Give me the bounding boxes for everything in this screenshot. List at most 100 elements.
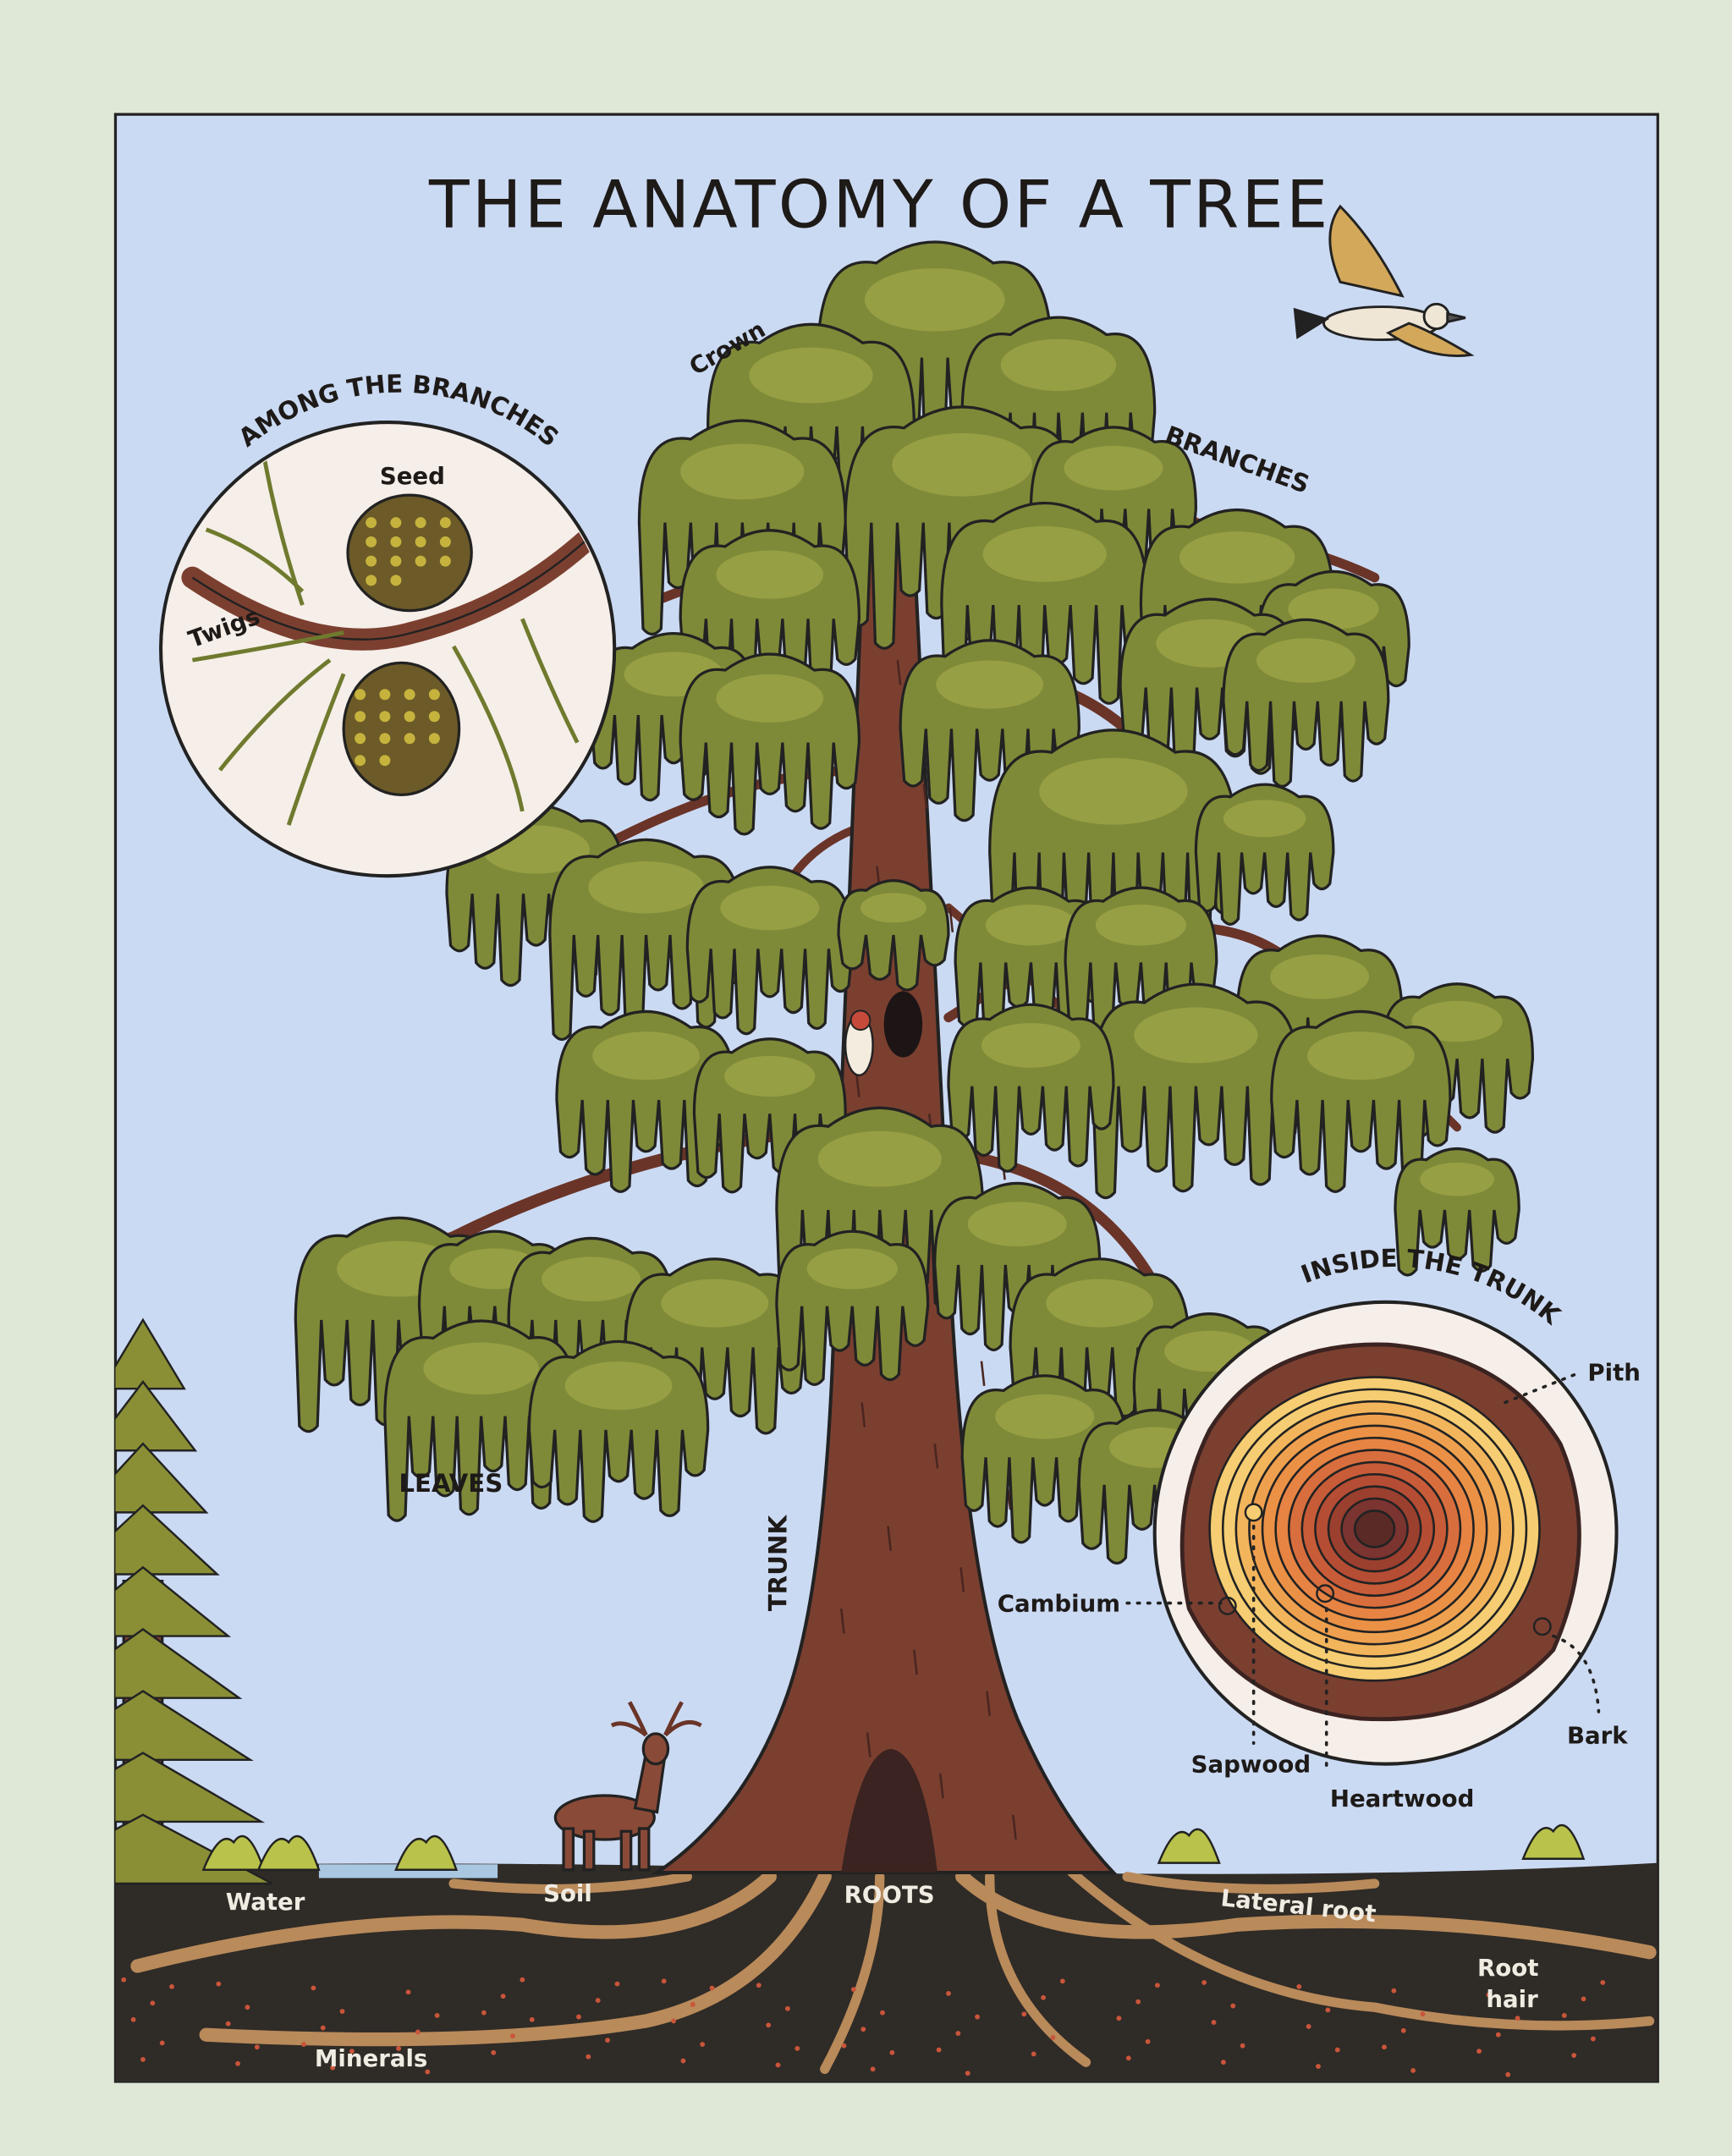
mineral-dot [405,1989,411,1995]
mineral-dot [1220,2060,1226,2065]
mineral-dot [1590,2036,1596,2042]
mineral-dot [349,2049,355,2054]
leaf-highlight [1306,1031,1415,1081]
cone-scale [439,517,451,529]
mineral-dot [150,2000,156,2006]
grass-tuft [256,1834,321,1871]
mineral-dot [1135,1999,1141,2005]
mineral-dot [500,1994,506,1999]
pine-cone-icon [346,493,473,613]
mineral-dots [121,1977,1606,2077]
mineral-dot [1410,2068,1416,2073]
mineral-dot [700,2042,706,2048]
mineral-dot [159,2040,165,2046]
mineral-dot [1400,2027,1406,2033]
leaf-highlight [1179,531,1295,584]
mineral-dot [140,2057,146,2062]
cone-scale [366,555,377,567]
mineral-dot [1041,1994,1046,2000]
leaf-highlight [1046,1279,1154,1328]
mineral-dot [1382,2044,1387,2050]
cone-scale [379,733,391,745]
mineral-dot [225,2021,231,2027]
leaf-highlight [661,1279,769,1328]
mineral-dot [1505,2071,1511,2077]
trunk-base-hollow [841,1748,937,1873]
mineral-dot [1581,1996,1586,2002]
leaf-highlight [724,1055,816,1097]
cone-scale [355,689,366,701]
mineral-dot [946,1991,951,1996]
cone-scale [404,733,415,745]
twig [452,645,525,812]
mineral-dot [1296,1983,1302,1989]
leaf-highlight [1270,954,1370,999]
mineral-dot [1600,1980,1606,1985]
leaf-highlight [861,893,926,923]
mineral-dot [1420,2011,1426,2017]
bark-texture-line [959,1567,965,1592]
cone-scale [439,555,451,567]
cone-scale [415,555,426,567]
leaf-highlight [1256,638,1355,683]
bark-texture-line [866,1732,871,1757]
leaf-highlight [981,1023,1080,1068]
cone-scale [428,689,440,701]
among-the-branches-inset [159,421,617,878]
mineral-dot [756,1983,762,1988]
leaf-highlight [716,674,824,723]
pine-cone-icon [342,661,461,796]
label-pith: Pith [1587,1358,1641,1386]
leaf-highlight [1411,1000,1503,1042]
cone-scale [355,711,366,723]
leaf-highlight [423,1342,539,1395]
label-minerals: Minerals [315,2044,427,2072]
cone-scale [379,711,391,723]
cone-scale [439,536,451,547]
mineral-dot [870,2066,876,2072]
cone-scale [415,517,426,529]
leaf-highlight [588,861,704,914]
leaf-highlight [1039,757,1188,825]
mineral-dot [965,2071,970,2076]
mineral-dot [861,2027,866,2032]
mineral-dot [1316,2064,1321,2070]
cone-scale [379,755,391,767]
leaf-highlight [542,1257,641,1301]
leaf-highlight [936,660,1044,709]
foliage-leaves [294,240,1535,1565]
mineral-dot [766,2022,772,2028]
root [448,1872,692,1895]
mineral-dot [1571,2053,1577,2059]
grass-tuft [394,1834,459,1871]
grass-tuft [1521,1823,1586,1860]
cone-scale [404,711,415,723]
leaf-highlight [892,433,1033,497]
leaf-highlight [982,525,1107,582]
tree-hollow [883,991,923,1058]
leaf-highlight [749,347,873,404]
leaf-highlight [995,1394,1095,1439]
mineral-dot [301,2042,306,2048]
inside-the-trunk-inset [1125,1300,1619,1775]
mineral-dot [311,1985,316,1991]
label-root-hair-line1: Root [1477,1954,1538,1982]
mineral-dot [1021,2011,1027,2017]
bark-texture-line [986,1691,992,1716]
mineral-dot [1145,2038,1151,2044]
mineral-dot [1125,2055,1131,2061]
bark-texture-line [861,1402,866,1427]
leaf-highlight [864,268,1005,332]
mineral-dot [1476,2049,1482,2054]
leaf-highlight [564,1361,673,1411]
twig [520,618,580,744]
mineral-dot [1495,2032,1501,2038]
roots-network [130,1867,1657,2075]
cone-scale [390,517,402,529]
mineral-dot [1306,2024,1311,2029]
leaf-highlight [1095,905,1187,946]
label-water: Water [226,1888,305,1916]
mineral-dot [1230,2003,1236,2009]
cone-scale [366,575,377,586]
